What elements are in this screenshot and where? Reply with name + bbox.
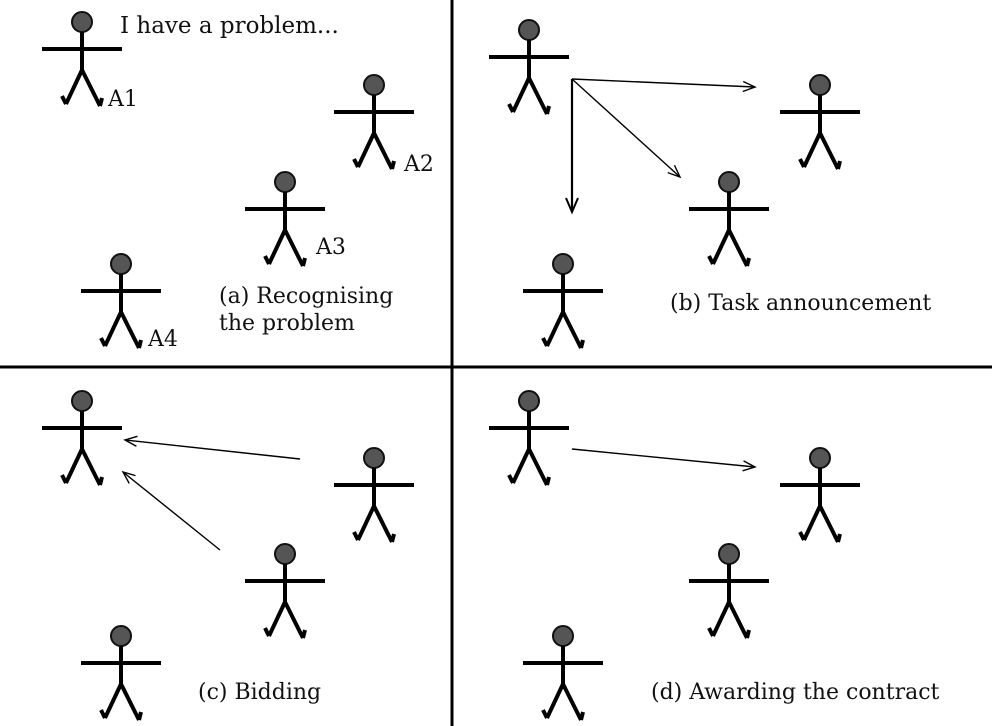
panel-a: I have a problem... A1 A2 A3 A4 (a) Reco…: [40, 10, 434, 352]
agent-a2-figure: [332, 73, 416, 171]
agent-c4-figure: [79, 624, 163, 722]
agent-label-a4: A4: [147, 327, 178, 352]
agent-b1-figure: [487, 18, 571, 116]
agent-b4-figure: [521, 252, 605, 350]
agent-d2-figure: [778, 446, 862, 544]
caption-a-line1: (a) Recognising: [219, 284, 393, 309]
panel-c: (c) Bidding: [40, 389, 416, 722]
agent-c2-figure: [332, 446, 416, 544]
speech-text: I have a problem...: [120, 13, 339, 39]
caption-b: (b) Task announcement: [670, 291, 931, 316]
caption-c: (c) Bidding: [198, 680, 321, 705]
agent-d1-figure: [487, 389, 571, 487]
panel-d: (d) Awarding the contract: [487, 389, 940, 722]
arrow-to-b2: [571, 78, 756, 88]
agent-d3-figure: [687, 542, 771, 640]
caption-a-line2: the problem: [219, 311, 355, 336]
agent-label-a2: A2: [403, 152, 434, 177]
agent-d4-figure: [521, 624, 605, 722]
agent-label-a3: A3: [315, 235, 346, 260]
arrowhead-b4: [565, 197, 579, 215]
panel-b: (b) Task announcement: [487, 18, 931, 350]
agent-label-a1: A1: [107, 87, 138, 112]
bid-arrow-from-c2: [124, 439, 301, 460]
arrow-to-b3: [571, 78, 681, 178]
award-arrow-to-d2: [571, 448, 756, 468]
agent-a3-figure: [243, 170, 327, 268]
agent-c3-figure: [243, 542, 327, 640]
agent-c1-figure: [40, 389, 124, 487]
agent-b3-figure: [687, 170, 771, 268]
agent-b2-figure: [778, 73, 862, 171]
bid-arrow-from-c3: [122, 471, 221, 551]
caption-d: (d) Awarding the contract: [651, 680, 940, 705]
